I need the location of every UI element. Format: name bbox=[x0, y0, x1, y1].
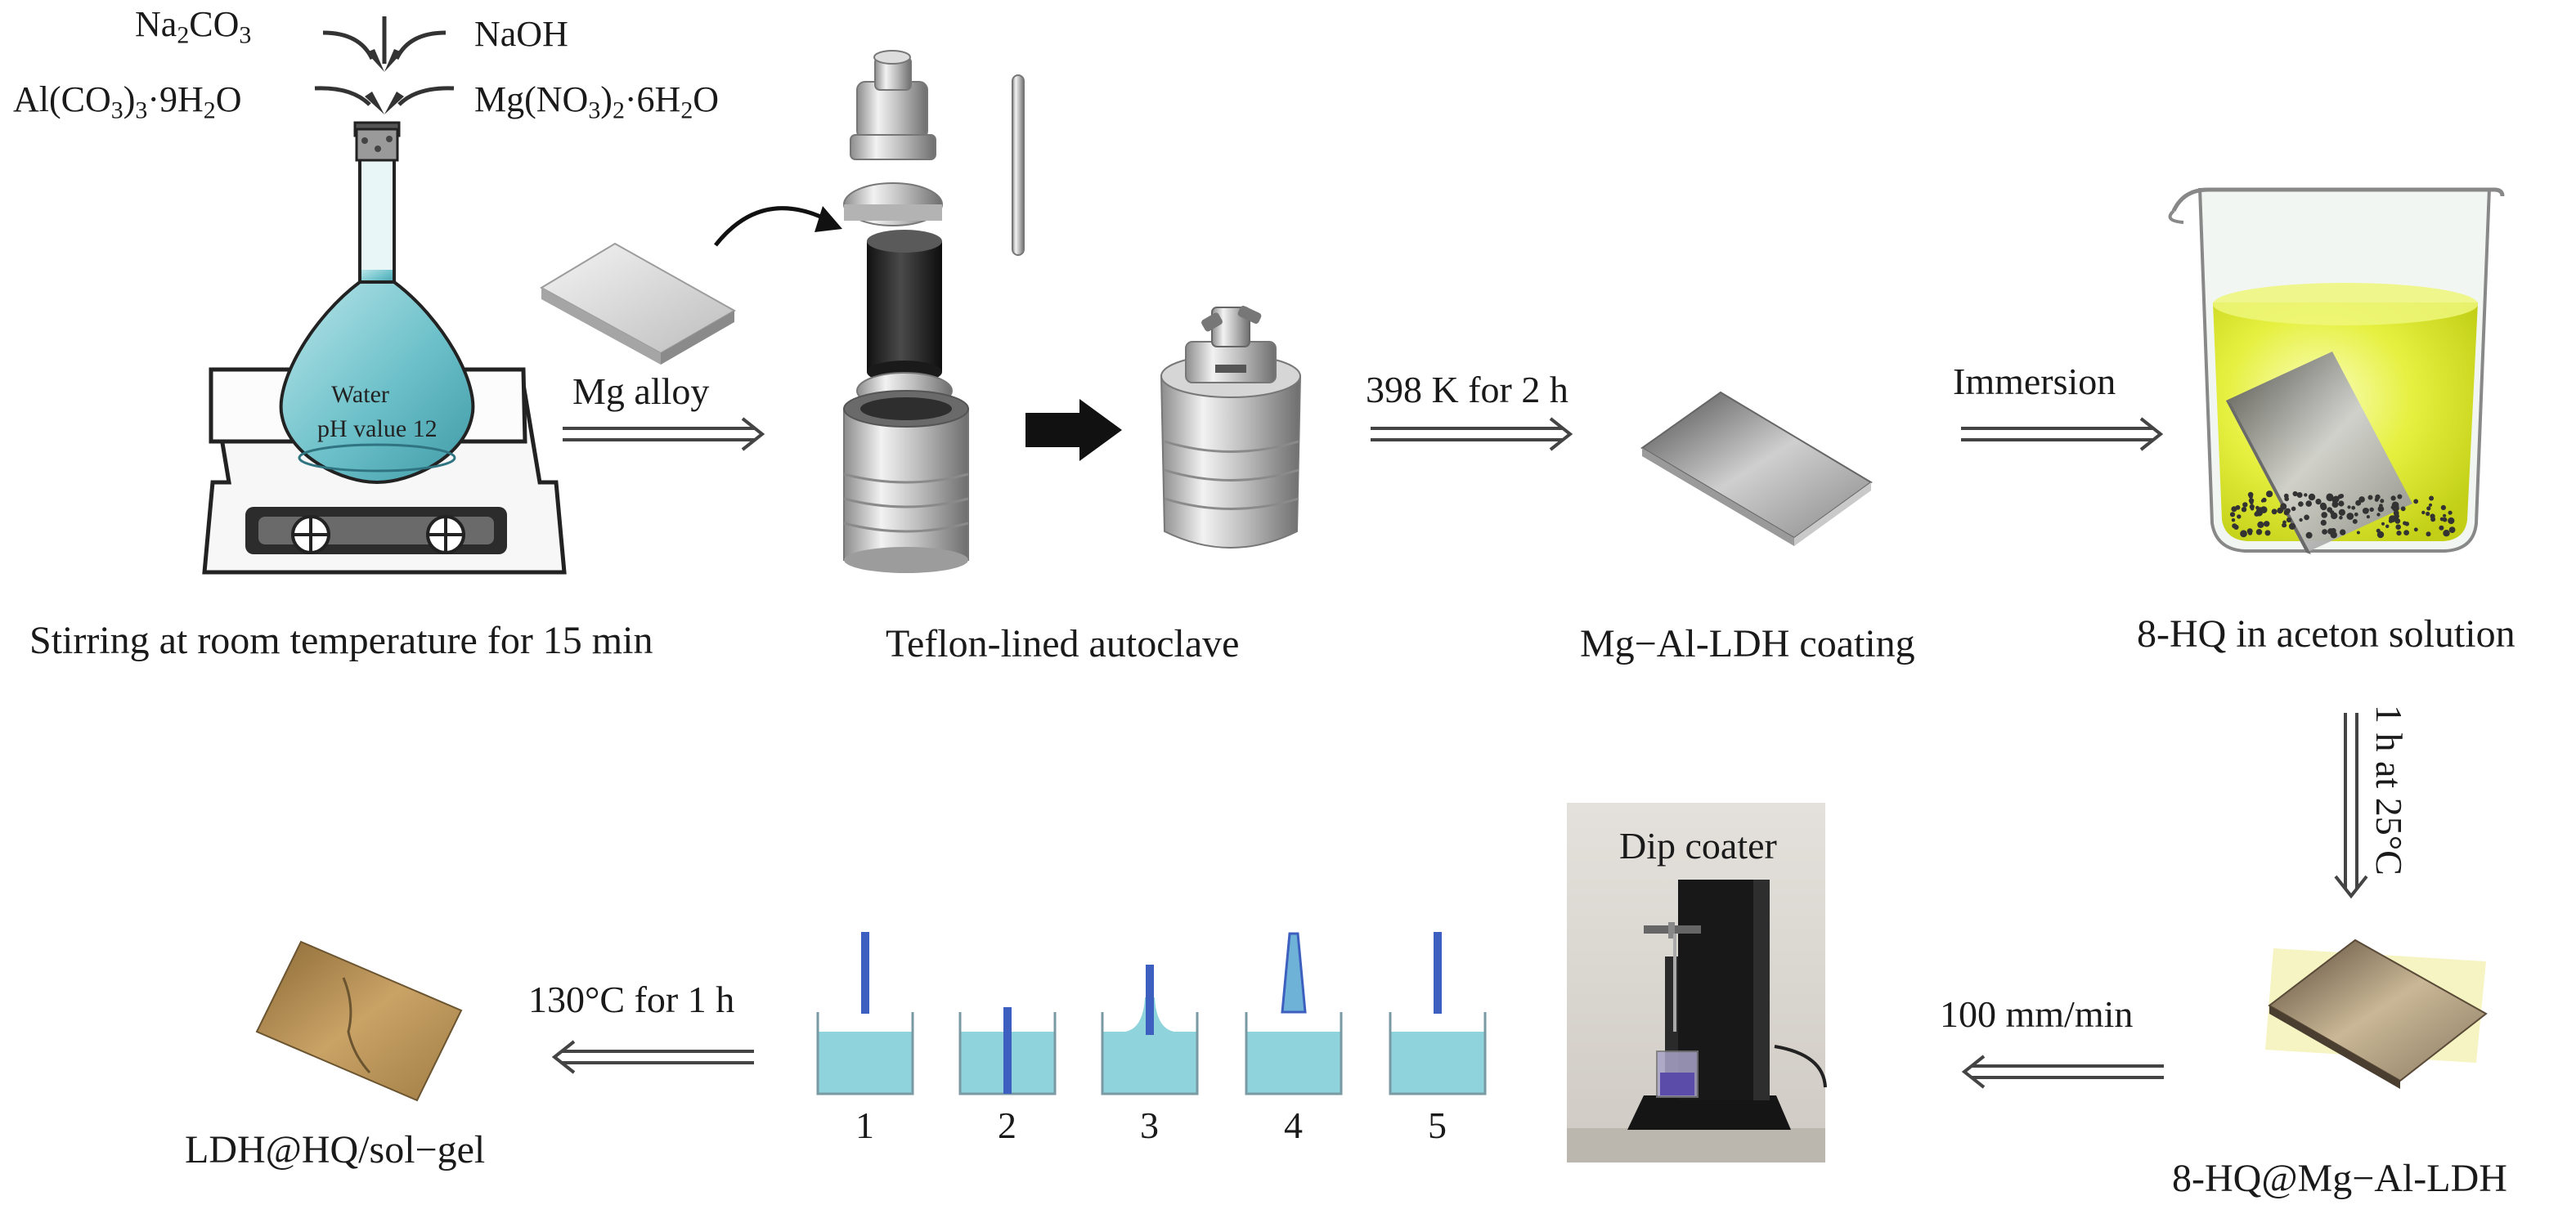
flask-label-water: Water bbox=[331, 381, 389, 408]
dip-coater-photo bbox=[1567, 803, 1827, 1162]
step-solution: 8-HQ in aceton solution bbox=[2137, 612, 2515, 656]
dip-stage-5 bbox=[1389, 932, 1487, 1095]
dip-stage-1 bbox=[816, 932, 914, 1095]
dip-stage-2 bbox=[958, 1007, 1057, 1095]
step-coating: Mg−Al-LDH coating bbox=[1580, 622, 1915, 665]
volumetric-flask bbox=[279, 121, 475, 485]
dip-stages bbox=[816, 932, 1487, 1095]
reagent-mg-salt: Mg(NO3)2·6H2O bbox=[474, 79, 720, 124]
dip-coater-label: Dip coater bbox=[1619, 825, 1777, 867]
sol-gel-plate bbox=[255, 940, 463, 1102]
flask-label-ph: pH value 12 bbox=[317, 415, 438, 442]
arrow-label-immersion: Immersion bbox=[1953, 361, 2116, 402]
step-final: LDH@HQ/sol−gel bbox=[185, 1128, 486, 1171]
reagent-arrows bbox=[314, 16, 455, 106]
reagent-na2co3: Na2CO3 bbox=[135, 4, 252, 49]
hq-ldh-plate bbox=[2265, 938, 2488, 1089]
arrow-label-time: 1 h at 25°C bbox=[2368, 705, 2410, 876]
step-autoclave: Teflon-lined autoclave bbox=[886, 622, 1240, 665]
autoclave-exploded bbox=[843, 50, 1025, 573]
dip-stage-3 bbox=[1101, 965, 1199, 1095]
dip-stage-4 bbox=[1245, 932, 1343, 1095]
process-arrows bbox=[551, 417, 2368, 1089]
dip-stage-label-5: 5 bbox=[1428, 1104, 1447, 1146]
reagent-al-salt: Al(CO3)3·9H2O bbox=[13, 79, 242, 124]
curved-arrow-icon bbox=[714, 206, 828, 247]
ldh-coated-plate bbox=[1640, 391, 1873, 546]
arrow-label-temp: 398 K for 2 h bbox=[1366, 369, 1568, 410]
step-stirring: Stirring at room temperature for 15 min bbox=[29, 619, 653, 662]
dip-stage-label-2: 2 bbox=[998, 1104, 1016, 1146]
autoclave-assembled bbox=[1160, 306, 1302, 549]
dip-stage-label-3: 3 bbox=[1140, 1104, 1159, 1146]
dip-stage-label-4: 4 bbox=[1284, 1104, 1303, 1146]
beaker bbox=[2168, 187, 2505, 554]
solid-arrow-icon bbox=[1025, 399, 1122, 461]
dip-stage-label-1: 1 bbox=[855, 1104, 874, 1146]
arrow-label-mg-alloy: Mg alloy bbox=[572, 370, 710, 412]
arrow-label-cure: 130°C for 1 h bbox=[528, 979, 735, 1020]
arrow-label-speed: 100 mm/min bbox=[1940, 993, 2134, 1035]
mg-alloy-plate bbox=[539, 242, 737, 365]
step-hq-ldh: 8-HQ@Mg−Al-LDH bbox=[2172, 1157, 2507, 1200]
reagent-naoh: NaOH bbox=[474, 14, 568, 54]
